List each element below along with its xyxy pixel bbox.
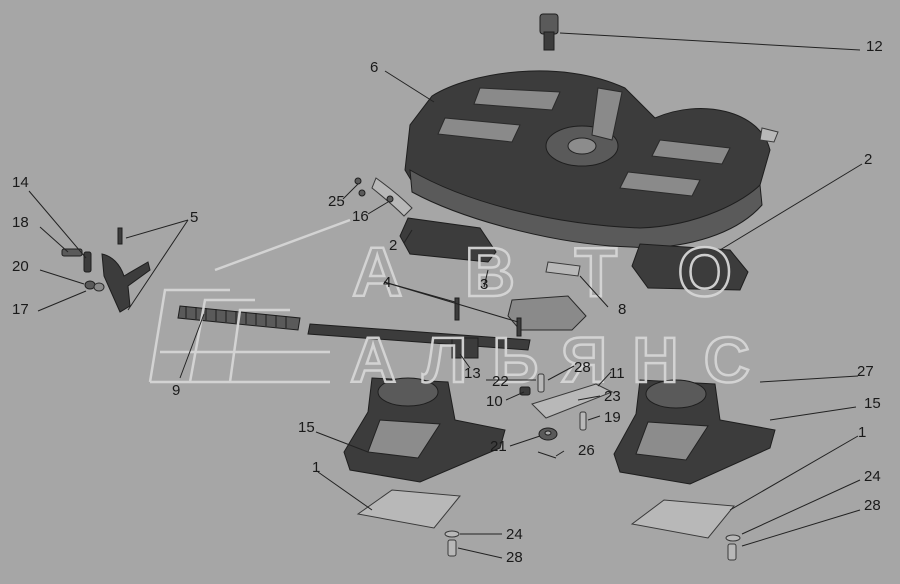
pad-right [631, 243, 749, 291]
callout-24-left: 24 [506, 526, 523, 543]
base-plate-left [356, 489, 461, 529]
callout-4: 4 [383, 274, 391, 291]
wedge [545, 261, 581, 277]
callout-21: 21 [490, 438, 507, 455]
callout-23: 23 [604, 388, 621, 405]
callout-22: 22 [492, 373, 509, 390]
small-bolts [354, 177, 394, 203]
callout-27: 27 [857, 363, 874, 380]
callout-1-right: 1 [858, 424, 866, 441]
callouts: 6 12 2 14 5 25 16 18 2 20 4 3 17 8 28 13… [12, 38, 883, 566]
callout-20: 20 [12, 258, 29, 275]
callout-19: 19 [604, 409, 621, 426]
callout-5: 5 [190, 209, 198, 226]
watermark-logo [148, 218, 351, 384]
callout-8: 8 [618, 301, 626, 318]
callout-18: 18 [12, 214, 29, 231]
king-pin [539, 13, 559, 51]
callout-11: 11 [609, 365, 625, 382]
callout-16: 16 [352, 208, 369, 225]
cotter-pin [537, 451, 557, 459]
callout-14: 14 [12, 174, 29, 191]
callout-15-right: 15 [864, 395, 881, 412]
bolt-19 [579, 411, 587, 431]
callout-6: 6 [370, 59, 378, 76]
callout-12: 12 [866, 38, 883, 55]
callout-10: 10 [486, 393, 503, 410]
callout-2-right: 2 [864, 151, 872, 168]
callout-9: 9 [172, 382, 180, 399]
bottom-fasteners [444, 530, 741, 561]
callout-1-left: 1 [312, 459, 320, 476]
callout-2-left: 2 [389, 237, 397, 254]
callout-25: 25 [328, 193, 345, 210]
callout-26: 26 [578, 442, 595, 459]
coupling-plate [404, 70, 779, 249]
callout-13: 13 [464, 365, 481, 382]
bracket-left [343, 377, 506, 483]
callout-3: 3 [480, 276, 488, 293]
locking-jaw [507, 295, 587, 331]
nut [538, 427, 558, 441]
callout-28-right: 28 [864, 497, 881, 514]
pad-left [399, 217, 497, 263]
callout-24-right: 24 [864, 468, 881, 485]
leader-lines [28, 32, 863, 559]
pins [454, 297, 522, 337]
base-plate-right [630, 499, 735, 539]
callout-28-left: 28 [506, 549, 523, 566]
release-rod [307, 323, 531, 359]
handle-assembly [61, 227, 151, 313]
callout-28-top: 28 [574, 359, 591, 376]
callout-17: 17 [12, 301, 29, 318]
callout-15-left: 15 [298, 419, 315, 436]
lever-plate [531, 383, 614, 419]
bracket-right [613, 379, 776, 485]
